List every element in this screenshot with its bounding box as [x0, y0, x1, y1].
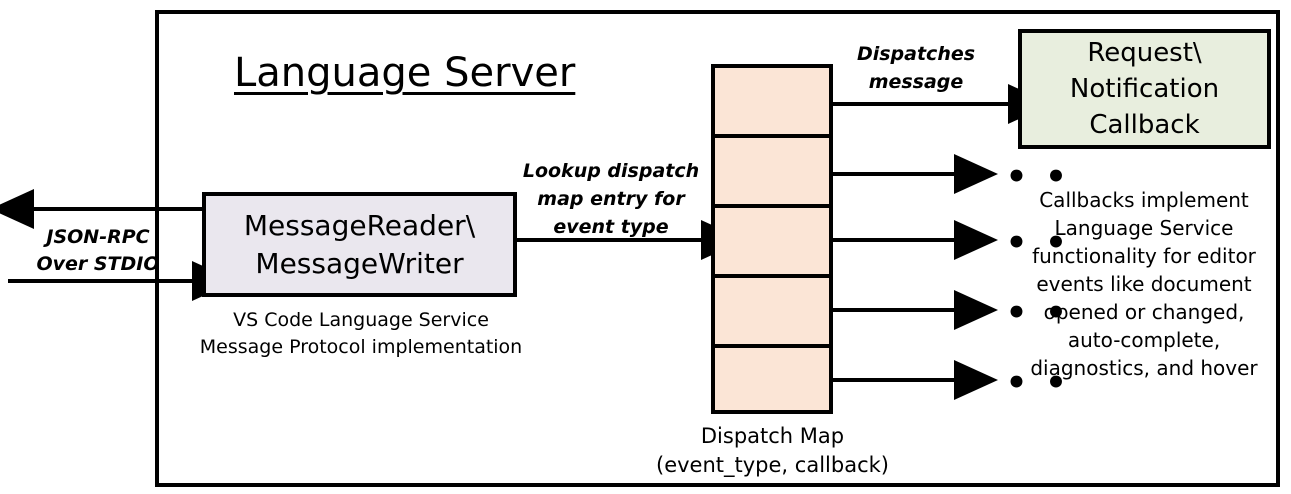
dispatch-map-row[interactable] — [715, 208, 829, 278]
ellipsis-icon: • • • — [966, 363, 1070, 403]
request-notification-callback-label: Request\ Notification Callback — [1069, 38, 1220, 140]
request-notification-callback-box[interactable]: Request\ Notification Callback — [1018, 29, 1271, 149]
dispatch-map-row[interactable] — [715, 278, 829, 348]
dispatch-map-row[interactable] — [715, 68, 829, 138]
lookup-dispatch-label: Lookup dispatch map entry for event type — [522, 160, 700, 238]
message-reader-writer-caption: VS Code Language Service Message Protoco… — [199, 309, 523, 358]
ellipsis-icon: • • • — [966, 223, 1070, 263]
dispatch-map-caption: Dispatch Map (event_type, callback) — [656, 424, 889, 477]
message-reader-writer-box[interactable]: MessageReader\ MessageWriter — [202, 192, 517, 297]
jsonrpc-transport-label: JSON-RPC Over STDIO — [36, 226, 160, 275]
message-reader-writer-label: MessageReader\ MessageWriter — [243, 208, 476, 280]
dispatch-map-row[interactable] — [715, 138, 829, 208]
language-server-boundary — [155, 10, 1280, 487]
dispatch-map-table[interactable] — [711, 64, 833, 414]
page-title: Language Server — [234, 50, 576, 96]
dispatches-message-label: Dispatches message — [856, 43, 976, 93]
ellipsis-icon: • • • — [966, 157, 1070, 197]
ellipsis-icon: • • • — [966, 293, 1070, 333]
callback-description-caption: Callbacks implement Language Service fun… — [1030, 188, 1258, 380]
dispatch-map-row[interactable] — [715, 348, 829, 418]
